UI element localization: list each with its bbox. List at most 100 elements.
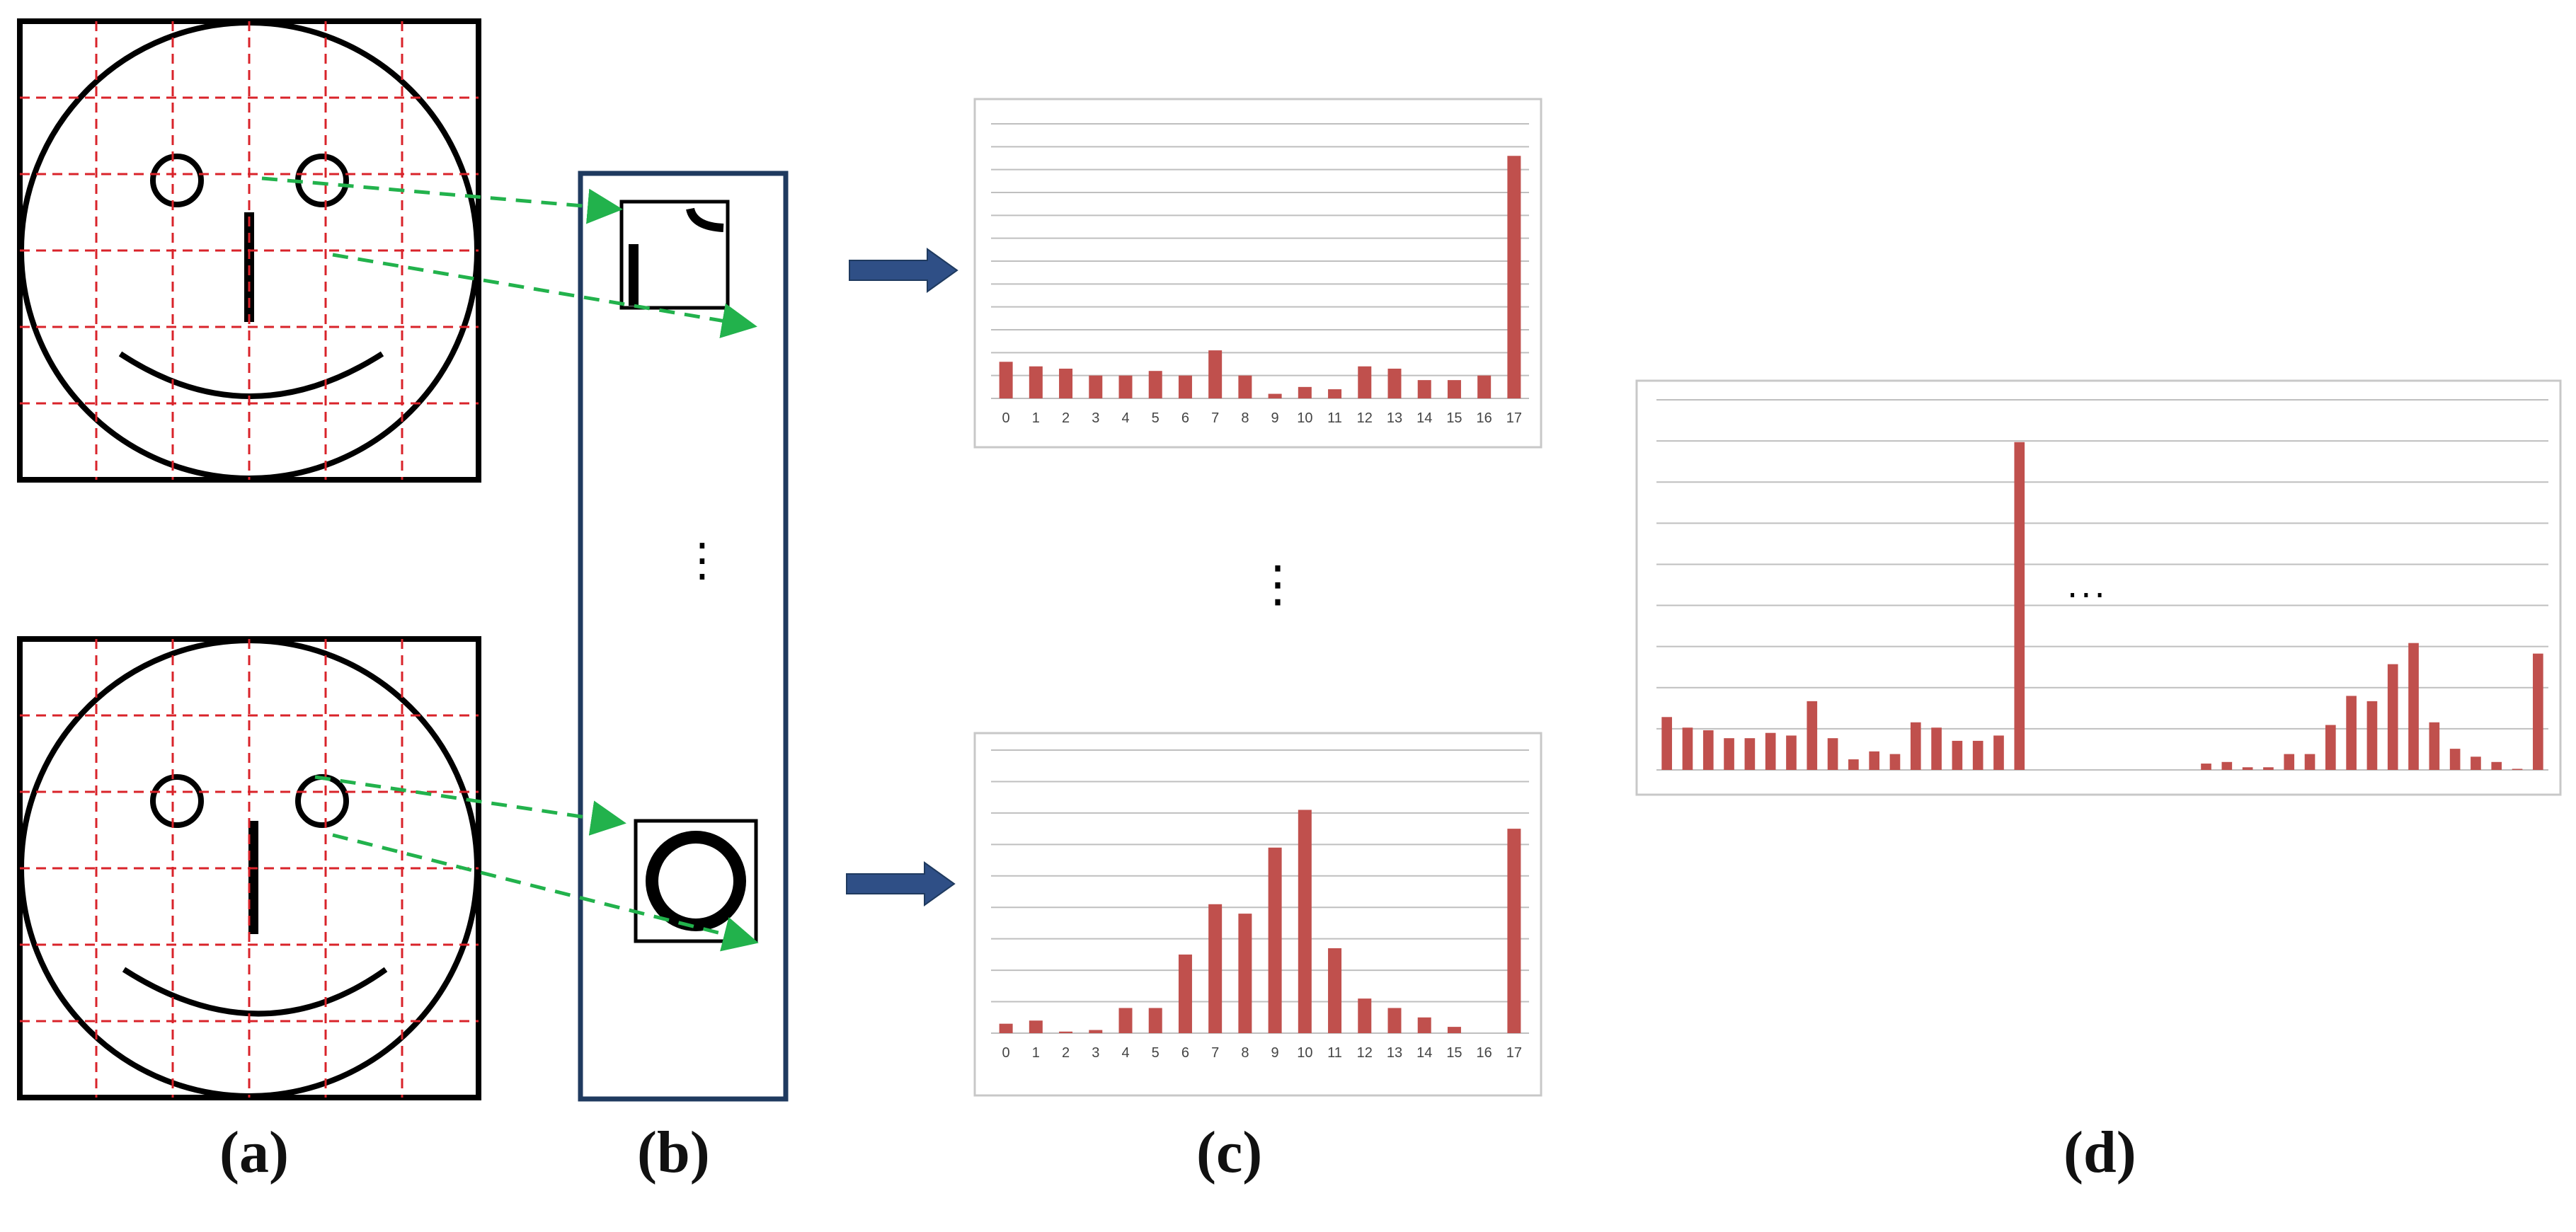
chart-tick-label: 14 (1416, 410, 1432, 426)
chart-bar (1661, 717, 1672, 770)
chart-bar (1148, 1008, 1162, 1033)
chart-tick-label: 0 (1002, 410, 1010, 426)
chart-tick-label: 8 (1241, 1045, 1249, 1061)
chart-bar (2014, 442, 2025, 770)
chart-bar (1089, 1030, 1103, 1033)
chart-bar (1298, 386, 1312, 398)
chart-bar (2221, 761, 2233, 770)
chart-bar (1447, 380, 1461, 398)
chart-bar (1477, 375, 1492, 398)
chart-bar (1724, 738, 1734, 770)
mouth-bottom (122, 967, 388, 1017)
cell-patch-bottom-ring (646, 831, 746, 931)
chart-bar (2408, 643, 2419, 770)
cell-patch-bottom (634, 819, 758, 943)
chart-bar (1889, 754, 1901, 770)
chart-tick-label: 3 (1092, 410, 1099, 426)
chart-tick-label: 12 (1357, 1045, 1373, 1061)
chart-bar (2304, 754, 2315, 770)
panel-label-d: (d) (2063, 1119, 2136, 1185)
chart-tick-label: 13 (1387, 410, 1402, 426)
chart-tick-label: 9 (1271, 1045, 1279, 1061)
chart-bar (1786, 735, 1797, 770)
chart-bar (1208, 904, 1223, 1033)
block-arrow-top (849, 248, 958, 293)
chart-bar (1507, 156, 1521, 398)
chart-tick-label: 1 (1032, 410, 1040, 426)
chart-bar (1148, 371, 1162, 398)
chart-bar (1702, 730, 1714, 770)
chart-bar (2512, 768, 2523, 770)
cell-patch-top-frame (619, 200, 730, 310)
chart-bar (1358, 366, 1372, 398)
chart-tick-label: 14 (1416, 1045, 1432, 1061)
chart-bar (1358, 998, 1372, 1033)
panel-label-b: (b) (637, 1119, 710, 1185)
chart-bar (1268, 393, 1282, 398)
ellipsis-cells: ⋮ (680, 534, 725, 587)
chart-tick-label: 0 (1002, 1045, 1010, 1061)
chart-bar (999, 362, 1013, 398)
chart-tick-label: 1 (1032, 1045, 1040, 1061)
chart-bar (1910, 722, 1921, 770)
chart-tick-label: 16 (1477, 410, 1492, 426)
chart-tick-label: 7 (1211, 1045, 1219, 1061)
chart-tick-label: 2 (1062, 410, 1070, 426)
chart-bar (1447, 1027, 1461, 1033)
chart-bar (1059, 1031, 1073, 1033)
mapping-arrows (261, 176, 759, 952)
chart-bar (1993, 735, 2004, 770)
chart-bar (1744, 738, 1756, 770)
chart-tick-label: 10 (1297, 410, 1312, 426)
chart-tick-label: 6 (1181, 410, 1189, 426)
chart-bar (1387, 1008, 1402, 1033)
chart-tick-label: 15 (1446, 1045, 1462, 1061)
histogram-frame-bottom (973, 732, 1542, 1097)
panel-label-a: (a) (219, 1119, 289, 1185)
chart-bar (1869, 751, 1879, 770)
chart-bar (2491, 761, 2502, 770)
chart-tick-label: 7 (1211, 410, 1219, 426)
chart-tick-label: 17 (1506, 1045, 1522, 1061)
chart-tick-label: 11 (1327, 410, 1342, 426)
chart-bar (1178, 375, 1192, 398)
chart-bar (2429, 722, 2440, 770)
chart-tick-label: 10 (1297, 1045, 1312, 1061)
cell-grid-bottom (20, 639, 479, 1098)
left-eye-bottom (150, 774, 204, 828)
chart-tick-label: 15 (1446, 410, 1462, 426)
chart-bar (1328, 948, 1342, 1033)
chart-bar (2533, 653, 2543, 770)
ellipsis-concat: ··· (2067, 576, 2108, 616)
histogram-frame-concat (1635, 379, 2562, 796)
chart-bar (1029, 366, 1043, 398)
mouth-top (118, 351, 384, 399)
chart-bar (1238, 914, 1252, 1033)
chart-bar (2366, 701, 2378, 770)
chart-tick-label: 12 (1357, 410, 1373, 426)
block-arrow-bottom (846, 861, 956, 906)
mapping-arrow (332, 253, 757, 338)
cell-grid-top (20, 21, 479, 480)
chart-bar (1208, 350, 1223, 398)
chart-bar (2387, 664, 2398, 770)
chart-bar (1328, 389, 1342, 398)
chart-bar (2263, 767, 2274, 770)
chart-bar (1848, 759, 1859, 770)
chart-bar (1387, 368, 1402, 398)
chart-tick-label: 11 (1327, 1045, 1342, 1061)
chart-tick-label: 3 (1092, 1045, 1099, 1061)
left-eye-top (150, 154, 204, 207)
ellipsis-histograms: ⋮ (1253, 555, 1303, 613)
chart-bar (1972, 740, 1983, 770)
chart-bar (1238, 375, 1252, 398)
chart-tick-label: 17 (1506, 410, 1522, 426)
chart-tick-label: 8 (1241, 410, 1249, 426)
chart-bar (1931, 727, 1942, 770)
chart-bar (1417, 1017, 1431, 1033)
mapping-arrow (314, 775, 626, 836)
chart-bar (1952, 740, 1963, 770)
